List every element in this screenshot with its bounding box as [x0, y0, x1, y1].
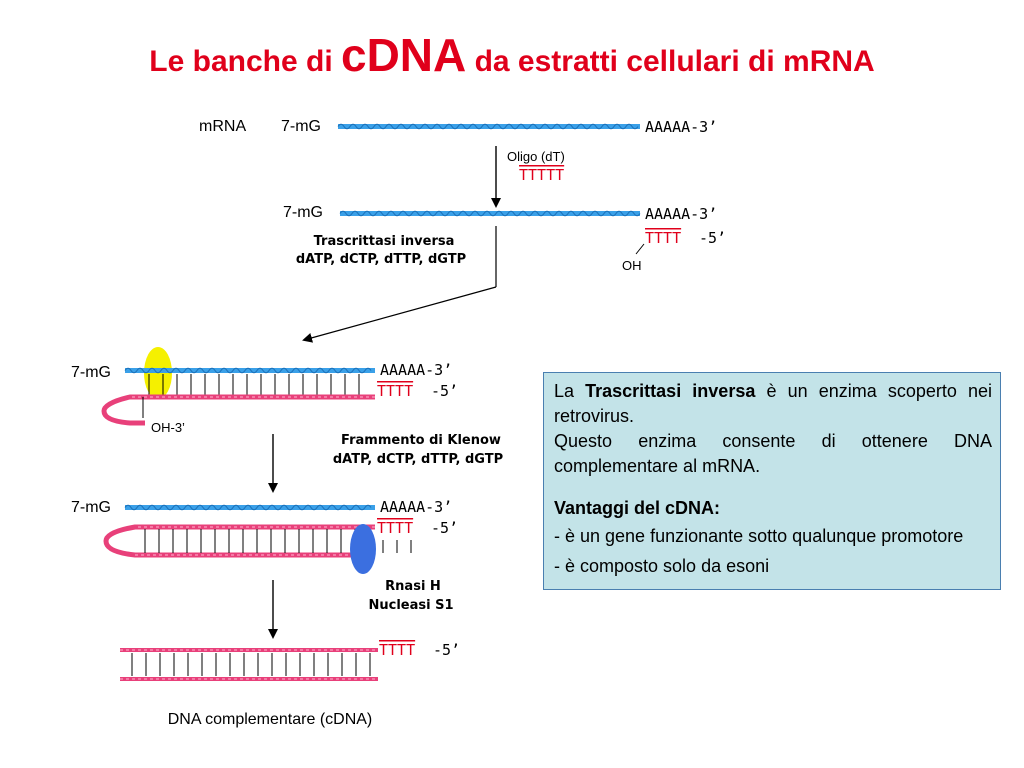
primer-end-4: -5’ [431, 519, 458, 537]
info-heading: Vantaggi del cDNA: [554, 496, 992, 521]
primer-end-2: -5’ [699, 229, 726, 247]
oligo-dt-label: Oligo (dT) [507, 149, 565, 164]
mrna-label: mRNA [199, 118, 246, 135]
cdna-caption: DNA complementare (cDNA) [168, 711, 373, 728]
cap-label-1: 7-mG [281, 118, 321, 135]
primer-end-5: -5’ [433, 641, 460, 659]
primer-t-5: TTTT [379, 641, 415, 659]
info-bullet-2: - è composto solo da esoni [554, 556, 770, 576]
page-title: Le banche di cDNA da estratti cellulari … [0, 28, 1024, 82]
base-pairs-3 [148, 374, 360, 395]
info-paragraph-1: La Trascrittasi inversa è un enzima scop… [554, 379, 992, 429]
polya-label-4: AAAAA-3’ [380, 498, 452, 516]
mrna-strand-4 [124, 504, 375, 511]
cap-label-2: 7-mG [283, 204, 323, 221]
mrna-strand-1 [337, 123, 640, 130]
info-text-1a: La [554, 381, 586, 401]
mrna-strand-2 [339, 210, 641, 217]
info-text-1c: è un enzima scoperto nei retrovirus. [554, 381, 993, 426]
info-bullet-1: - è un gene funzionante sotto qualunque … [554, 526, 964, 546]
dna-strand-3 [101, 394, 375, 426]
oh3-label: OH-3’ [151, 420, 185, 435]
dna-strand-4-upper [103, 524, 375, 558]
primer-t-2: TTTT [645, 229, 681, 247]
oh-label-2: OH [622, 258, 642, 273]
oh-tick-2 [635, 243, 645, 255]
nucleotides-label-2: dATP, dCTP, dTTP, dGTP [296, 252, 466, 267]
primer-end-3: -5’ [431, 382, 458, 400]
title-part-1: Le banche di [149, 45, 341, 78]
enzyme-label-4b: Nucleasi S1 [368, 598, 453, 613]
enzyme-label-2: Trascrittasi inversa [314, 234, 455, 249]
base-pairs-5 [131, 653, 371, 676]
polya-label-2: AAAAA-3’ [645, 205, 717, 223]
primer-t-4: TTTT [377, 519, 413, 537]
arrow-step-2-diagonal [302, 286, 497, 343]
cap-label-4: 7-mG [71, 499, 111, 516]
info-heading-text: Vantaggi del cDNA: [554, 498, 721, 518]
info-box: La Trascrittasi inversa è un enzima scop… [543, 372, 1001, 590]
rnase-h-marker [350, 524, 376, 574]
mrna-strand-3 [124, 367, 375, 374]
enzyme-label-4a: Rnasi H [385, 579, 441, 594]
info-text-1b: Trascrittasi inversa [585, 381, 756, 401]
title-part-3: da estratti cellulari di mRNA [466, 45, 875, 78]
polya-label-3: AAAAA-3’ [380, 361, 452, 379]
primer-t-3: TTTT [377, 382, 413, 400]
enzyme-label-3: Frammento di Klenow [341, 433, 501, 448]
info-paragraph-2: Questo enzima consente di ottenere DNA c… [554, 431, 992, 476]
cap-label-3: 7-mG [71, 364, 111, 381]
cdna-double-strand [120, 648, 378, 681]
polya-label-1: AAAAA-3’ [645, 118, 717, 136]
nucleotides-label-3: dATP, dCTP, dTTP, dGTP [333, 452, 503, 467]
title-cdna: cDNA [341, 29, 467, 81]
oligo-dt-sequence: TTTTT [519, 166, 564, 184]
